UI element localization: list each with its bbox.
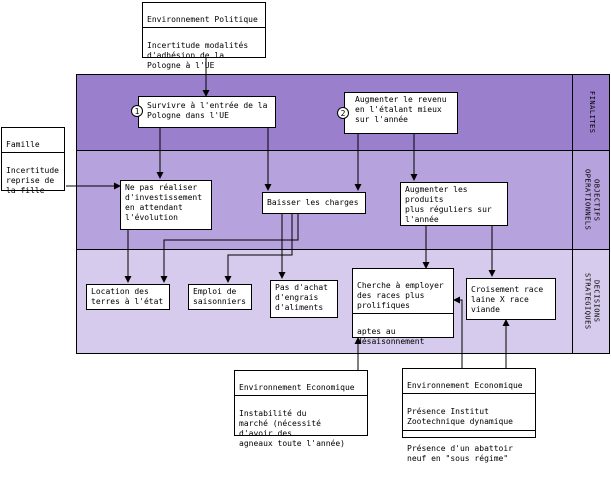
env-politique-title: Environnement Politique [143, 13, 265, 28]
prolific-breeds-title: Cherche à employer des races plus prolif… [353, 279, 453, 314]
objective-lower-costs: Baisser les charges [262, 192, 366, 214]
decision-seasonal-workers: Emploi de saisonniers [188, 284, 252, 310]
objective-increase-products: Augmenter les produits plus réguliers su… [400, 182, 508, 226]
famille-box: Famille Incertitude reprise de la fille [1, 127, 65, 195]
decision-prolific-breeds: Cherche à employer des races plus prolif… [352, 268, 454, 346]
band-label-objectifs: OBJECTIFS OPERATIONNELS [572, 150, 610, 250]
prolific-breeds-body: aptes au désaisonnement [357, 327, 425, 346]
env-eco-right-box: Environnement Economique Présence Instit… [402, 368, 536, 463]
env-eco-left-body: Instabilité du marché (nécessité d'avoir… [239, 409, 345, 448]
objective-no-investment: Ne pas réaliser d'investissement en atte… [120, 180, 212, 230]
band-label-decisions: DECISIONS STRATEGIQUES [572, 249, 610, 354]
env-eco-left-title: Environnement Economique [235, 381, 367, 396]
goal-1-box: Survivre à l'entrée de la Pologne dans l… [138, 96, 276, 128]
env-eco-right-body2: Présence d'un abattoir neuf en "sous rég… [407, 444, 513, 463]
decision-no-fertilizer: Pas d'achat d'engrais d'aliments [270, 280, 338, 318]
decision-land-rental: Location des terres à l'état [86, 284, 170, 310]
goal-2-box: Augmenter le revenu en l'étalant mieux s… [344, 92, 458, 134]
goal-2-number: 2 [337, 107, 349, 119]
env-politique-box: Environnement Politique Incertitude moda… [142, 2, 266, 70]
env-eco-left-box: Environnement Economique Instabilité du … [234, 370, 368, 448]
env-eco-right-title: Environnement Economique [403, 379, 535, 394]
env-eco-right-body1: Présence Institut Zootechnique dynamique [403, 404, 535, 431]
famille-body: Incertitude reprise de la fille [6, 166, 59, 195]
goal-1-number: 1 [131, 105, 143, 117]
band-label-finalites: FINALITES [572, 74, 610, 151]
decision-crossbreeding: Croisement race laine X race viande [466, 278, 556, 320]
env-politique-body: Incertitude modalités d'adhésion de la P… [147, 41, 249, 70]
famille-title: Famille [2, 138, 64, 153]
